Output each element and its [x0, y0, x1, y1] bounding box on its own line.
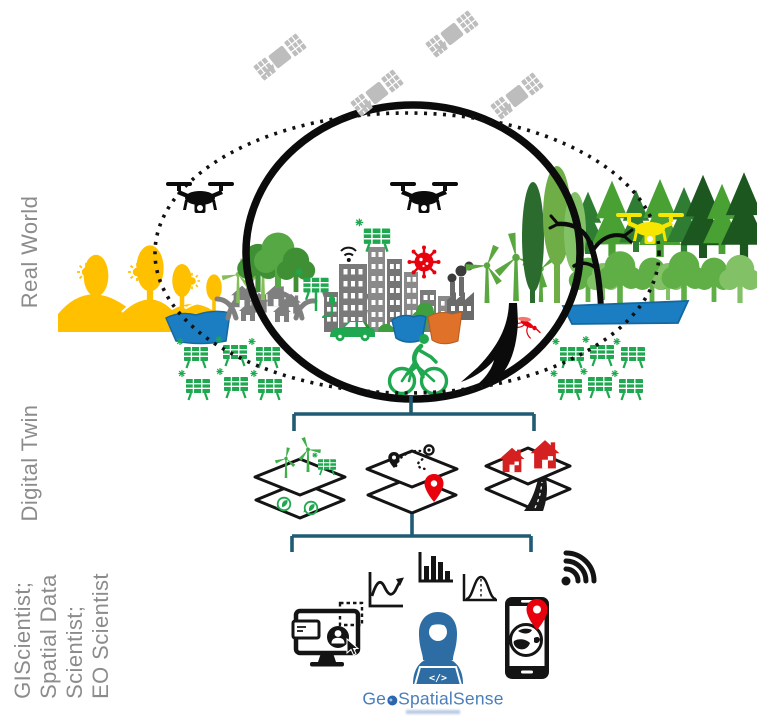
solar-panel-icon — [579, 366, 614, 400]
solar-panel-icon — [612, 336, 647, 370]
label-real-world: Real World — [17, 196, 43, 308]
water-body — [561, 300, 690, 325]
connector-bracket-top — [292, 396, 536, 431]
map-layer-stack-energy — [253, 433, 347, 520]
logo-globe-o-icon — [387, 695, 398, 706]
label-digital-twin: Digital Twin — [17, 405, 43, 522]
red-pin-icon — [424, 474, 444, 502]
solar-panel-icon — [247, 336, 282, 370]
electric-car-icon — [322, 293, 375, 342]
solar-panel-icon — [177, 368, 212, 402]
scientist-line: EO Scientist — [88, 573, 113, 699]
tall-tree — [522, 182, 544, 292]
solar-panel-icon — [354, 217, 392, 253]
observation-orbit-dotted-ellipse — [153, 111, 661, 395]
virus-icon — [407, 245, 441, 279]
map-layer-stack-risk — [484, 440, 572, 511]
solar-panel-icon — [549, 368, 584, 402]
smartphone-globe-pin-icon — [505, 597, 549, 679]
forest — [522, 166, 757, 312]
solar-panel-icon — [581, 334, 616, 368]
bar-chart-icon — [418, 552, 453, 583]
house-icon — [273, 304, 291, 322]
real-world-circle — [242, 101, 584, 403]
flood-erosion-icon — [461, 303, 518, 384]
solar-panel-icon — [214, 334, 249, 368]
digital-twin-layers — [253, 433, 572, 520]
solar-panel-icon — [215, 366, 250, 400]
real-world-scene — [58, 166, 757, 402]
connector-bracket-bottom — [290, 514, 533, 552]
label-scientists: GIScientist; Spatial Data Scientist; EO … — [10, 573, 114, 699]
satellite-icon — [489, 71, 545, 121]
globe-icon — [509, 623, 543, 657]
solar-panel-icon — [294, 267, 330, 311]
bell-curve-icon — [462, 574, 497, 602]
sun-icon — [76, 262, 96, 282]
logo-suffix: SpatialSense — [398, 688, 504, 709]
scientist-line: Spatial Data — [36, 574, 61, 699]
solar-panel-icon — [610, 368, 645, 402]
red-house-icon — [499, 447, 525, 473]
factory-icon — [447, 261, 474, 320]
round-tree-icon — [719, 254, 757, 303]
red-house-icon — [530, 440, 560, 469]
road-icon — [524, 478, 547, 511]
satellite-icon — [424, 9, 480, 59]
laptop-code-text: </> — [429, 673, 447, 684]
sun-icon — [183, 272, 201, 290]
scientist-tools: </> — [291, 550, 597, 686]
logo-fine-print — [406, 710, 460, 714]
water-body — [165, 310, 231, 345]
drone-icon — [390, 182, 458, 213]
line-chart-icon — [368, 572, 404, 608]
scientist-line: GIScientist; — [10, 581, 35, 699]
wifi-city-icon — [340, 246, 357, 262]
drone-icon — [166, 182, 234, 213]
satellite-icon — [252, 32, 308, 82]
logo-prefix: Ge — [362, 688, 387, 709]
map-layer-stack-routing — [365, 444, 459, 515]
solar-panel-icon — [249, 368, 284, 402]
route-end-pin-icon — [423, 444, 435, 456]
water-body — [391, 314, 427, 343]
route-pin-icon — [388, 452, 400, 468]
real-world-text: Real World — [17, 195, 42, 309]
solar-panel-icon — [551, 336, 586, 370]
mosquito-icon — [510, 316, 541, 339]
sun-icon — [127, 262, 147, 282]
geospatialsense-logo: Ge SpatialSense — [362, 689, 503, 710]
data-scientist-icon: </> — [413, 612, 463, 686]
sediment-water — [427, 311, 463, 345]
digital-twin-text: Digital Twin — [17, 404, 42, 522]
red-pin-icon — [526, 599, 548, 630]
scientist-line: Scientist; — [62, 605, 87, 699]
cyclist-icon — [387, 334, 449, 396]
wifi-signal-icon — [561, 550, 597, 586]
monitor-id-icon — [291, 601, 364, 667]
